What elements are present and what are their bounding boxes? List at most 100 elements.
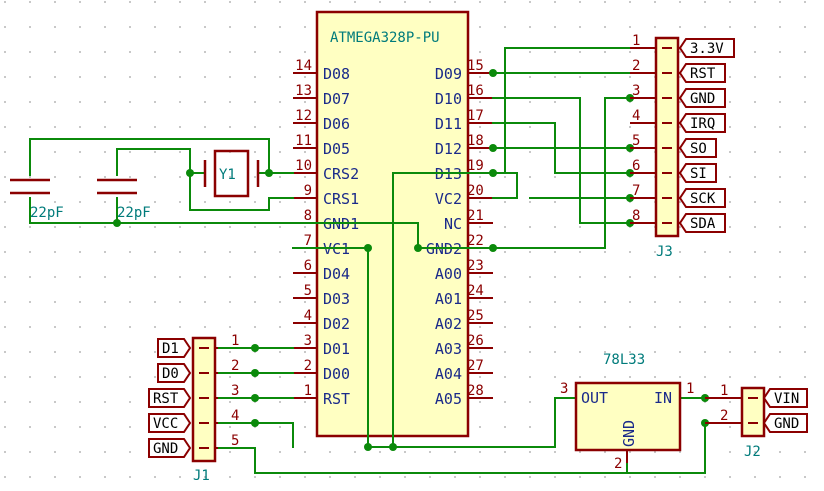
- capacitor-1: 22pF: [10, 178, 64, 221]
- net-label: IRQ: [690, 116, 715, 132]
- mcu-pin-number: 21: [467, 208, 484, 224]
- capacitor-2: 22pF: [97, 178, 151, 221]
- mcu-pin-number: 22: [467, 233, 484, 249]
- mcu-pin-label: A03: [435, 340, 462, 358]
- mcu-pin-number: 3: [304, 333, 312, 349]
- connector-pin-number: 3: [231, 383, 239, 399]
- mcu-pin-number: 11: [295, 133, 312, 149]
- connector-body: [740, 386, 766, 438]
- regulator-in-pin: 1: [686, 381, 694, 397]
- connector-pin-number: 7: [632, 183, 640, 199]
- connector-pin-number: 2: [632, 58, 640, 74]
- mcu-pin-label: A04: [435, 365, 462, 383]
- net-label-flag: [678, 163, 717, 183]
- regulator-out-pin: 3: [560, 381, 568, 397]
- wires: [29, 47, 741, 474]
- mcu-pin-label: A01: [435, 290, 462, 308]
- connector-body: [191, 336, 217, 463]
- regulator-out-label: OUT: [581, 389, 608, 407]
- connector-pin-number: 6: [632, 158, 640, 174]
- regulator-78l33: 78L33 OUT IN GND 3 1 2: [560, 352, 694, 472]
- mcu-pin-label: D03: [323, 290, 350, 308]
- connector-pin-number: 4: [632, 108, 640, 124]
- mcu-pin-number: 7: [304, 233, 312, 249]
- mcu-right-pins: 15D0916D1017D1118D1219D1320VC221NC22GND2…: [426, 58, 493, 408]
- mcu-pin-number: 20: [467, 183, 484, 199]
- mcu-pin-label: RST: [323, 390, 350, 408]
- crystal-ref: Y1: [219, 167, 236, 183]
- mcu-pin-number: 10: [295, 158, 312, 174]
- mcu-pin-label: CRS1: [323, 190, 359, 208]
- net-label-flag: [762, 388, 808, 408]
- mcu-pin-number: 14: [295, 58, 312, 74]
- net-label-flag: [678, 213, 726, 233]
- net-label: RST: [153, 391, 179, 407]
- net-label-flag: [678, 63, 726, 83]
- mcu-pin-label: A05: [435, 390, 462, 408]
- capacitor-1-value: 22pF: [30, 205, 64, 221]
- mcu-pin-number: 23: [467, 258, 484, 274]
- mcu-pin-label: D04: [323, 265, 350, 283]
- connector-pin-number: 3: [632, 83, 640, 99]
- connector-pin-number: 1: [632, 33, 640, 49]
- mcu-pin-number: 16: [467, 83, 484, 99]
- connector-ref: J1: [193, 468, 210, 484]
- mcu-pin-number: 5: [304, 283, 312, 299]
- mcu-pin-number: 25: [467, 308, 484, 324]
- mcu-pin-number: 9: [304, 183, 312, 199]
- junctions: [113, 69, 709, 451]
- mcu-pin-label: D05: [323, 140, 350, 158]
- net-label-flag: [148, 413, 192, 433]
- regulator-in-label: IN: [654, 389, 672, 407]
- net-label: SDA: [690, 216, 716, 232]
- net-label-flag: [678, 113, 726, 133]
- mcu-pin-label: D10: [435, 90, 462, 108]
- connector-pin-number: 1: [231, 333, 239, 349]
- connector-pin-number: 5: [231, 433, 239, 449]
- capacitor-2-value: 22pF: [117, 205, 151, 221]
- mcu-pin-number: 28: [467, 383, 484, 399]
- mcu-pin-label: D02: [323, 315, 350, 333]
- net-label-flag: [157, 338, 192, 358]
- mcu-pin-number: 26: [467, 333, 484, 349]
- net-label: D1: [162, 341, 179, 357]
- connector-ref: J3: [656, 244, 673, 260]
- mcu-pin-label: D09: [435, 65, 462, 83]
- net-label: 3.3V: [690, 41, 724, 57]
- mcu-pin-label: D01: [323, 340, 350, 358]
- net-label-flag: [148, 388, 192, 408]
- net-label: GND: [153, 441, 178, 457]
- net-label: VIN: [774, 391, 799, 407]
- net-label-flag: [678, 188, 726, 208]
- mcu-pin-number: 18: [467, 133, 484, 149]
- regulator-name: 78L33: [603, 352, 645, 368]
- mcu-pin-label: NC: [444, 215, 462, 233]
- connector-ref: J2: [744, 444, 761, 460]
- net-label-flag: [678, 88, 726, 108]
- mcu-pin-number: 12: [295, 108, 312, 124]
- net-label: SI: [690, 166, 707, 182]
- regulator-gnd-pin: 2: [614, 456, 622, 472]
- connector-body: [654, 36, 680, 238]
- net-label: RST: [690, 66, 716, 82]
- mcu-pin-number: 8: [304, 208, 312, 224]
- net-label-flag: [148, 438, 192, 458]
- mcu-pin-label: CRS2: [323, 165, 359, 183]
- crystal-y1: Y1: [203, 149, 260, 198]
- mcu-pin-number: 2: [304, 358, 312, 374]
- mcu-pin-number: 13: [295, 83, 312, 99]
- mcu-pin-number: 1: [304, 383, 312, 399]
- mcu-pin-number: 17: [467, 108, 484, 124]
- connector-pin-number: 1: [720, 383, 728, 399]
- connector-pin-number: 8: [632, 208, 640, 224]
- regulator-gnd-label: GND: [620, 420, 638, 447]
- mcu-name: ATMEGA328P-PU: [330, 30, 440, 46]
- net-label-flag: [157, 363, 192, 383]
- net-label: GND: [774, 416, 799, 432]
- net-label: VCC: [153, 416, 178, 432]
- mcu-pin-number: 4: [304, 308, 312, 324]
